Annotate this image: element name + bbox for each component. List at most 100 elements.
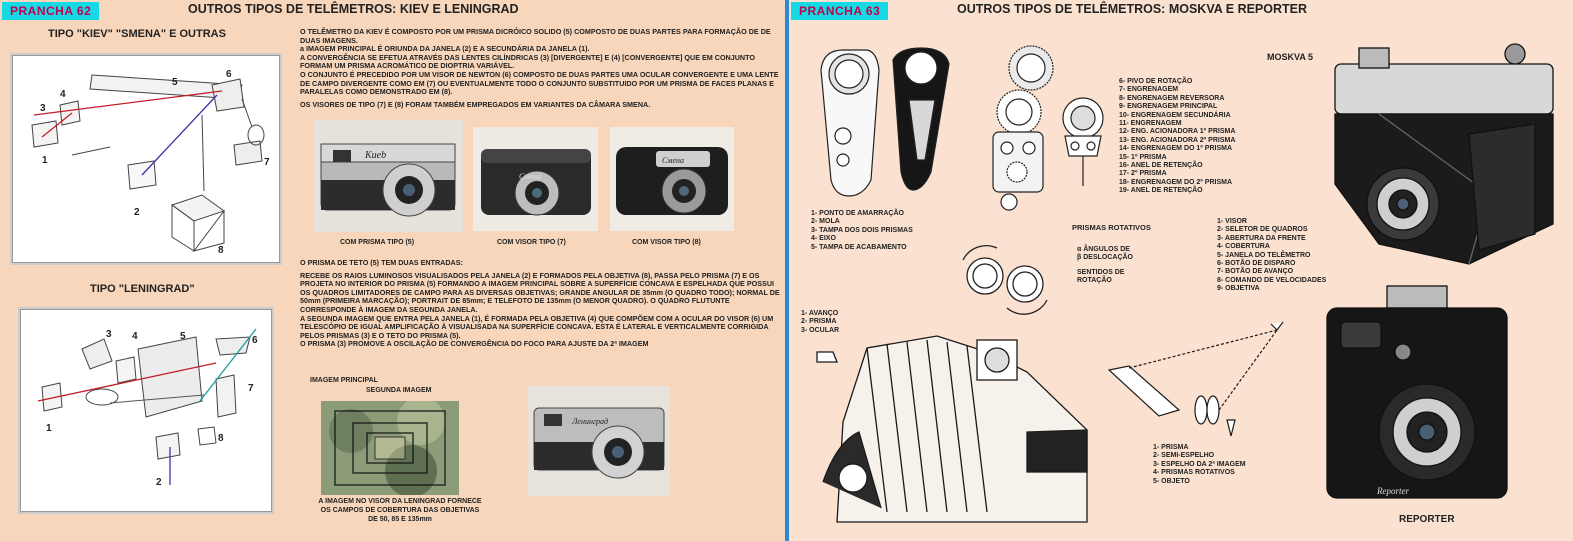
mount-item: 1- PONTO DE AMARRAÇÃO	[811, 210, 904, 217]
optics-item: 1- PRISMA	[1153, 444, 1189, 451]
kiev-text-1: O TELÊMETRO DA KIEV É COMPOSTO POR UM PR…	[300, 27, 771, 45]
page-badge: PRANCHA 63	[791, 2, 889, 20]
gear-item: 9- ENGRENAGEM PRINCIPAL	[1119, 103, 1218, 111]
gear-item: 12- ENG. ACIONADORA 1º PRISMA	[1119, 128, 1236, 136]
legend-alpha: α ÂNGULOS DE	[1077, 246, 1130, 253]
rotating-prisms-drawing	[962, 245, 1048, 315]
leningrad-text-4: O PRISMA (3) PROMOVE A OSCILAÇÃO DE CONV…	[300, 339, 649, 349]
kiev-label-4: 4	[60, 89, 66, 100]
kiev-text-2: a IMAGEM PRINCIPAL É ORIUNDA DA JANELA (…	[300, 44, 590, 54]
optics-item: 3- ESPELHO DA 2ª IMAGEM	[1153, 460, 1246, 468]
kiev-label-2: 2	[134, 207, 140, 218]
photo-caption-1: COM PRISMA TIPO (5)	[340, 239, 415, 246]
leningrad-label-6: 6	[252, 335, 258, 346]
reporter-heading: REPORTER	[1399, 514, 1455, 525]
leningrad-viewfinder-image	[321, 397, 459, 497]
viewfinder-caption-2: OS CAMPOS DE COBERTURA DAS OBJETIVAS	[320, 507, 480, 514]
mount-item: 5- TAMPA DE ACABAMENTO	[811, 243, 907, 251]
viewfinder-caption-3: DE 50, 85 E 135mm	[368, 516, 432, 523]
optics-parts-list: 1- PRISMA 2- SEMI-ESPELHO 3- ESPELHO DA …	[1153, 444, 1246, 486]
smena-camera-photo-1: Смена	[473, 127, 598, 231]
label-second-image: SEGUNDA IMAGEM	[366, 387, 432, 394]
optical-path-drawing	[1107, 321, 1284, 437]
gear-item: 7- ENGRENAGEM	[1119, 86, 1179, 94]
gear-item: 19- ANEL DE RETENÇÃO	[1119, 187, 1203, 195]
page-badge: PRANCHA 62	[2, 2, 100, 20]
page-title: OUTROS TIPOS DE TELÊMETROS: MOSKVA E REP…	[957, 2, 1308, 16]
kiev-rangefinder-diagram: 1 2 3 4 5 6 7 8	[10, 53, 282, 265]
leningrad-description: O PRISMA DE TETO (5) TEM DUAS ENTRADAS: …	[300, 258, 780, 349]
leningrad-label-3: 3	[106, 329, 112, 340]
viewfinder-svg	[321, 397, 459, 497]
photo-caption-3: COM VISOR TIPO (8)	[632, 239, 701, 246]
moskva-heading: MOSKVA 5	[1267, 52, 1314, 62]
gear-item: 14- ENGRENAGEM DO 1º PRISMA	[1119, 145, 1233, 153]
reporter-brand: Reporter	[1376, 486, 1409, 496]
moskva-camera-illustration	[1334, 43, 1554, 265]
kiev-text-5: OS VISORES DE TIPO (7) E (8) FORAM TAMBÉ…	[300, 99, 651, 109]
leningrad-label-4: 4	[132, 331, 138, 342]
gear-item: 17- 2º PRISMA	[1119, 170, 1167, 178]
leningrad-label-8: 8	[218, 433, 224, 444]
leningrad-camera-photo: Ленинград	[528, 386, 670, 496]
optics-item: 5- OBJETO	[1153, 477, 1190, 485]
smena-camera-svg-1: Смена	[481, 149, 591, 216]
gear-item: 15- 1º PRISMA	[1119, 153, 1167, 161]
moskva-cutaway-drawing	[816, 335, 1088, 523]
smena-camera-photo-2: Смена	[610, 127, 734, 231]
kiev-label-1: 1	[42, 155, 48, 166]
gear-item: 8- ENGRENAGEM REVERSORA	[1119, 94, 1225, 102]
moskva-item: 8- COMANDO DE VELOCIDADES	[1217, 276, 1327, 284]
leningrad-text-3: A SEGUNDA IMAGEM QUE ENTRA PELA JANELA (…	[300, 313, 774, 340]
gear-item: 10- ENGRENAGEM SECUNDÁRIA	[1119, 111, 1231, 119]
leningrad-label-5: 5	[180, 331, 186, 342]
kiev-label-6: 6	[226, 69, 232, 80]
viewer-parts-list: 1- AVANÇO 2- PRISMA 3- OCULAR	[801, 310, 839, 335]
viewfinder-caption: A IMAGEM NO VISOR DA LENINGRAD FORNECE O…	[297, 497, 503, 524]
gear-item: 16- ANEL DE RETENÇÃO	[1119, 162, 1203, 170]
leningrad-label-1: 1	[46, 423, 52, 434]
viewer-item: 3- OCULAR	[801, 326, 840, 334]
optics-item: 4- PRISMAS ROTATIVOS	[1153, 469, 1235, 477]
rotating-prisms-heading: PRISMAS ROTATIVOS	[1072, 223, 1151, 232]
panel-divider	[785, 0, 789, 541]
mount-item: 3- TAMPA DOS DOIS PRISMAS	[811, 226, 913, 234]
mount-item: 2- MOLA	[811, 218, 840, 226]
moskva-parts-list: 1- VISOR 2- SELETOR DE QUADROS 3- ABERTU…	[1217, 218, 1326, 294]
prism-mount-drawing	[820, 47, 950, 197]
viewer-item: 1- AVANÇO	[801, 310, 839, 317]
leningrad-diagram-svg: 1 2 3 4 5 6 7 8	[37, 328, 258, 488]
leningrad-rangefinder-diagram: 1 2 3 4 5 6 7 8	[18, 307, 274, 514]
moskva-item: 6- BOTÃO DE DISPARO	[1217, 260, 1296, 268]
gear-item: 6- PIVO DE ROTAÇÃO	[1119, 78, 1193, 85]
legend-rotation-1: SENTIDOS DE	[1077, 268, 1125, 276]
prancha-63-panel: PRANCHA 63 OUTROS TIPOS DE TELÊMETROS: M…	[789, 0, 1573, 541]
leningrad-text-1: O PRISMA DE TETO (5) TEM DUAS ENTRADAS:	[300, 258, 463, 267]
kiev-description: O TELÊMETRO DA KIEV É COMPOSTO POR UM PR…	[300, 27, 780, 113]
leningrad-brand: Ленинград	[571, 417, 608, 426]
photo-caption-2: COM VISOR TIPO (7)	[497, 239, 566, 246]
leningrad-label-7: 7	[248, 383, 254, 394]
label-main-image: IMAGEM PRINCIPAL	[310, 377, 378, 384]
optics-item: 2- SEMI-ESPELHO	[1153, 452, 1215, 460]
prancha-62-panel: PRANCHA 62 OUTROS TIPOS DE TELÊMETROS: K…	[0, 0, 785, 541]
leningrad-heading: TIPO "LENINGRAD"	[90, 283, 195, 295]
leningrad-label-2: 2	[156, 477, 162, 488]
gear-parts-list: 6- PIVO DE ROTAÇÃO 7- ENGRENAGEM 8- ENGR…	[1119, 78, 1235, 196]
gear-item: 11- ENGRENAGEM	[1119, 120, 1182, 128]
kiev-label-7: 7	[264, 157, 270, 168]
moskva-item: 7- BOTÃO DE AVANÇO	[1217, 268, 1294, 276]
viewfinder-caption-1: A IMAGEM NO VISOR DA LENINGRAD FORNECE	[318, 498, 482, 505]
kiev-camera-photo: Kueb	[313, 120, 463, 232]
kiev-label-8: 8	[218, 245, 224, 256]
kiev-label-5: 5	[172, 77, 178, 88]
kiev-heading: TIPO "KIEV" "SMENA" E OUTRAS	[48, 28, 226, 40]
moskva-item: 4- COBERTURA	[1217, 243, 1270, 251]
smena-brand-1: Смена	[519, 172, 541, 181]
moskva-item: 9- OBJETIVA	[1217, 285, 1260, 293]
rotating-prisms-legend: α ÂNGULOS DE β DESLOCAÇÃO SENTIDOS DE RO…	[1077, 246, 1133, 286]
gear-item: 13- ENG. ACIONADORA 2º PRISMA	[1119, 136, 1236, 144]
page-title: OUTROS TIPOS DE TELÊMETROS: KIEV E LENIN…	[188, 2, 519, 16]
kiev-brand: Kueb	[364, 150, 386, 161]
gear-item: 18- ENGRENAGEM DO 2º PRISMA	[1119, 178, 1233, 186]
